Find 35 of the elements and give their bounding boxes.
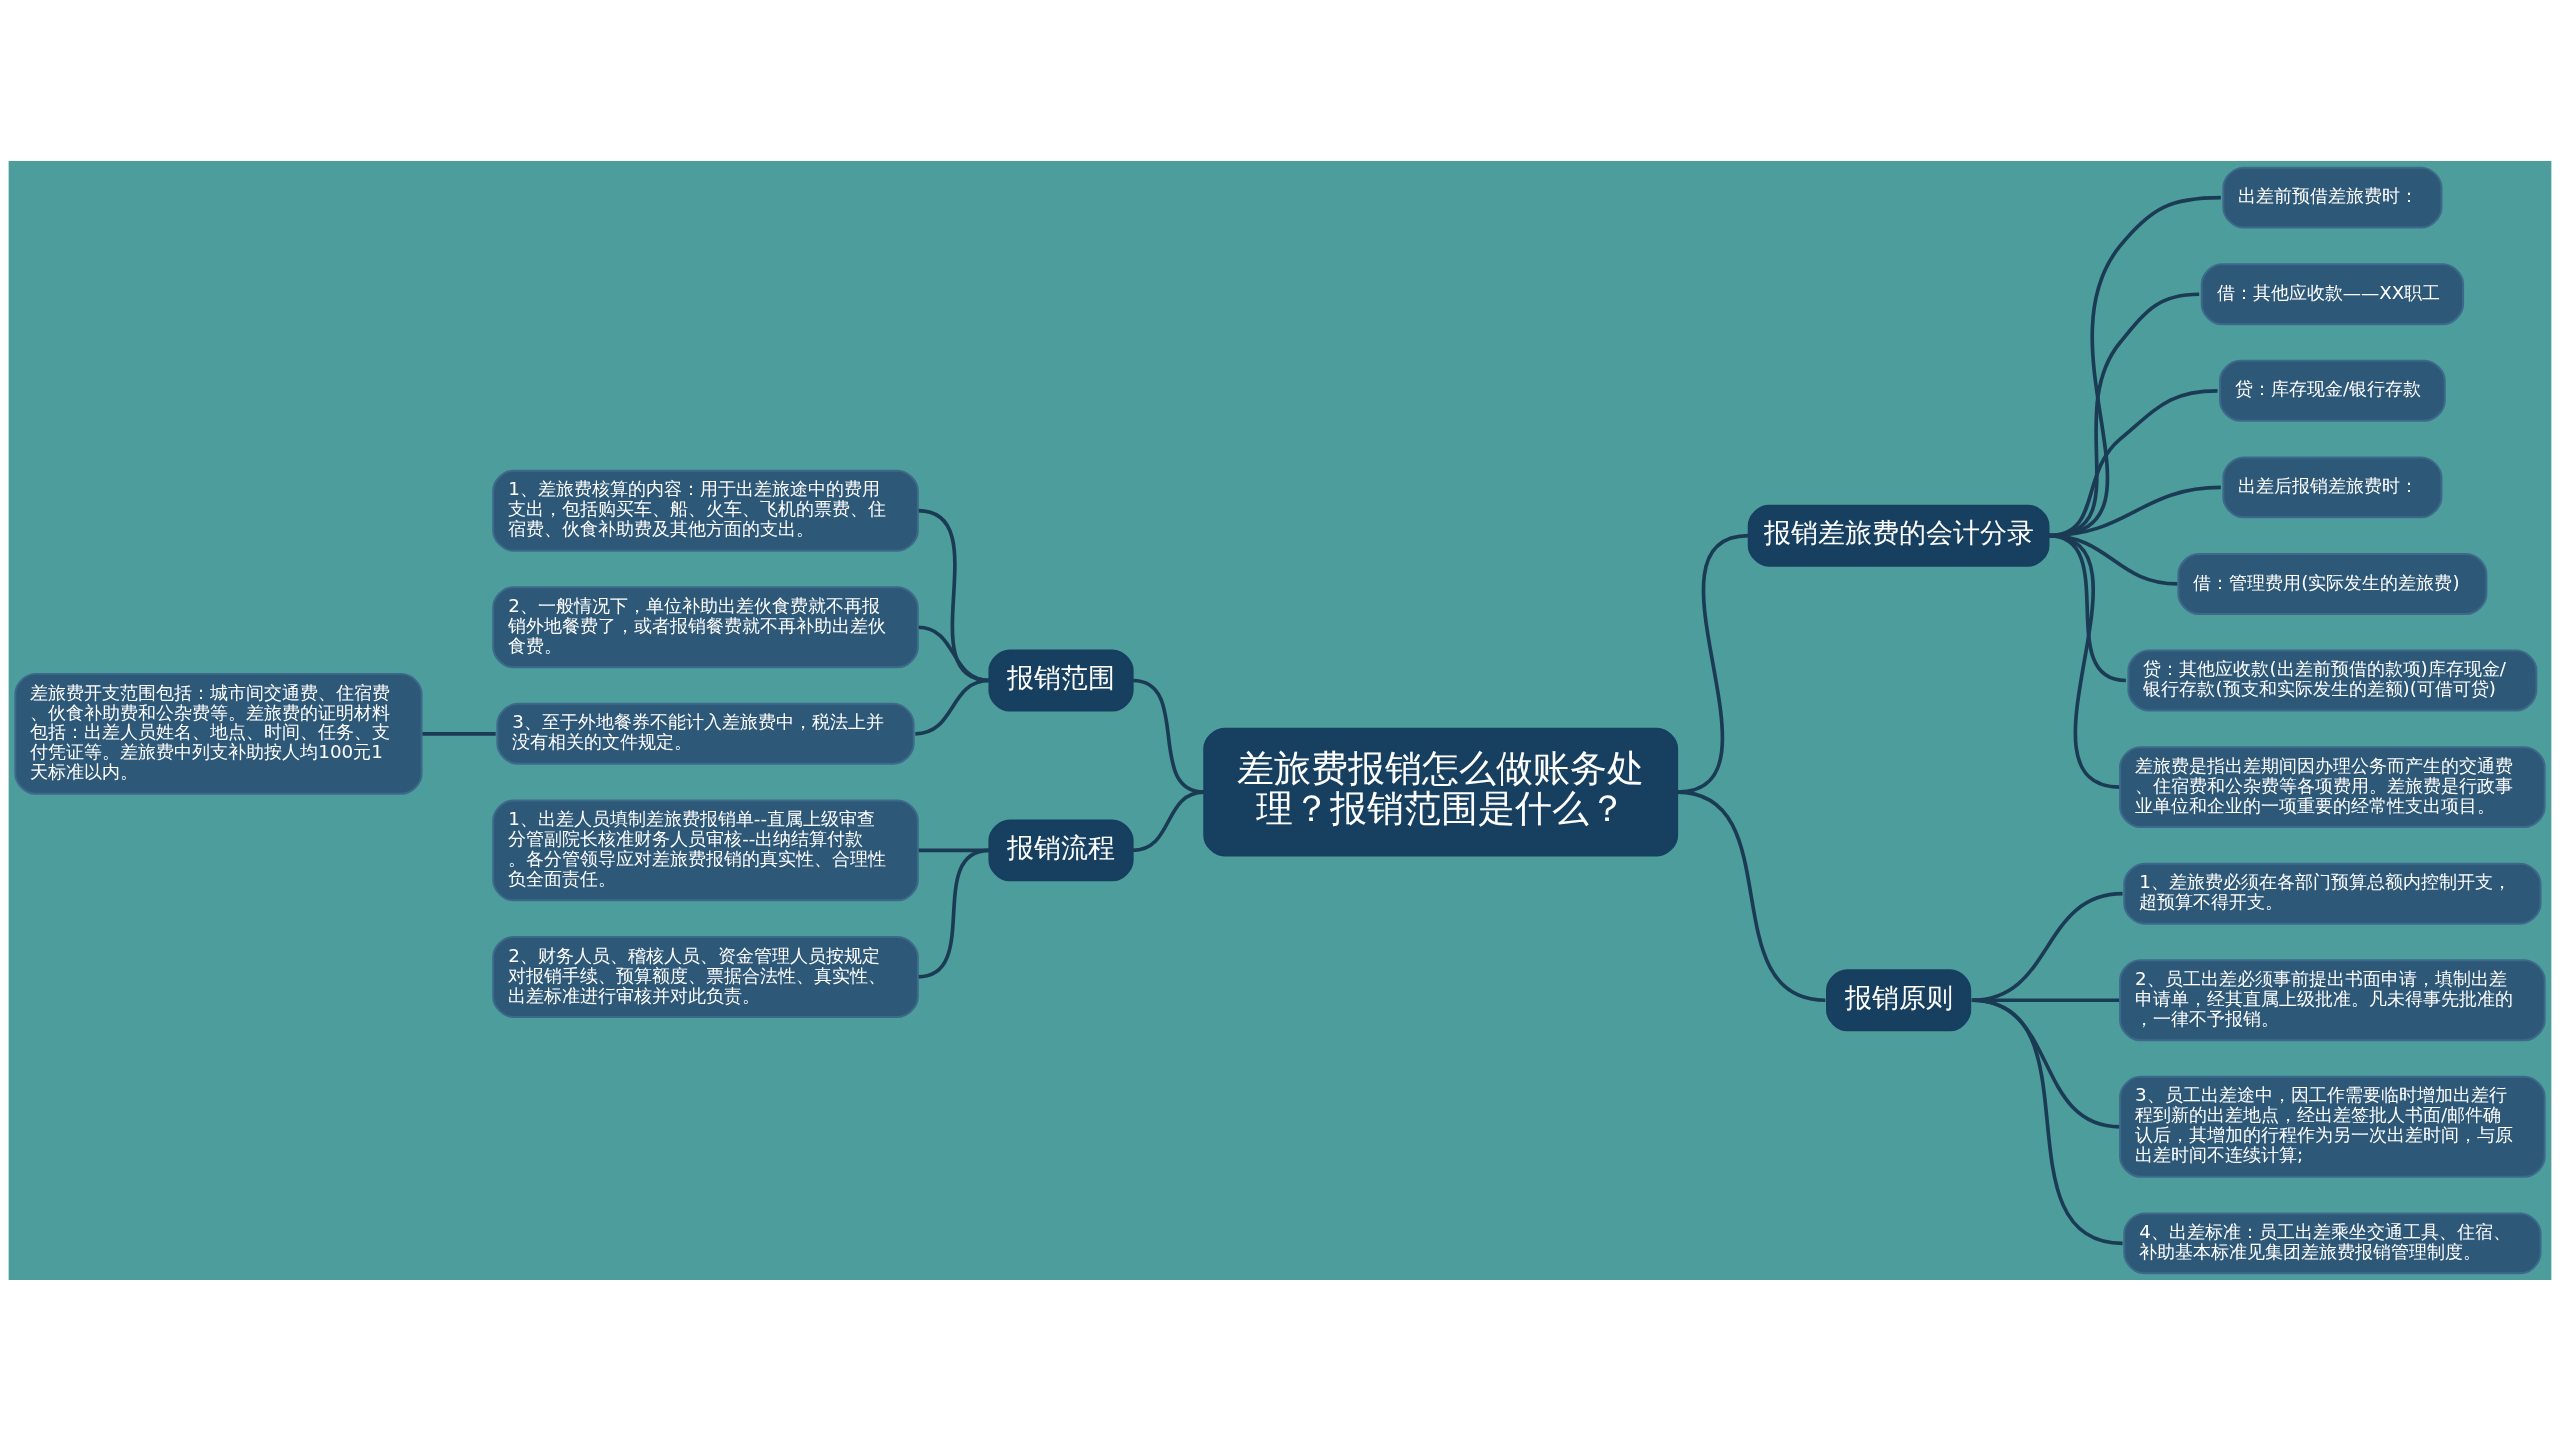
node-box: 2、一般情况下，单位补助出差伙食费就不再报销外地餐费了，或者报销餐费就不再补助出差伙食费。 [492, 586, 919, 669]
connector [1971, 891, 2123, 1003]
connector [917, 508, 990, 683]
node-box: 2、员工出差必须事前提出书面申请，填制出差申请单，经其直属上级批准。凡未得事先批准的，一律不予报销。 [2119, 959, 2546, 1042]
node-box: 借：其他应收款——XX职工 [2200, 263, 2465, 326]
connector [1971, 998, 2121, 1003]
node-box: 借：管理费用(实际发生的差旅费) [2177, 553, 2488, 615]
node-box: 2、财务人员、稽核人员、资金管理人员按规定对报销手续、预算额度、票据合法性、真实性、出差标准进行审核并对此负责。 [492, 935, 919, 1018]
node-box: 出差前预借差旅费时： [2222, 166, 2443, 229]
connector [1676, 790, 1826, 1003]
node-box: 差旅费是指出差期间因办理公务而产生的交通费、住宿费和公杂费等各项费用。差旅费是行政事业单位和企业的一项重要的经常性支出项目。 [2119, 746, 2546, 829]
connector [1132, 790, 1205, 853]
connector [917, 848, 990, 979]
connector [1971, 998, 2123, 1246]
node-box: 3、员工出差途中，因工作需要临时增加出差行程到新的出差地点，经出差签批人书面/邮件确认后，其增加的行程作为另一次出差时间，与原出差时间不连续计算; [2119, 1075, 2546, 1178]
node-box: 贷：库存现金/银行存款 [2219, 359, 2446, 422]
node-box: 报销范围 [988, 649, 1134, 712]
node-box: 3、至于外地餐券不能计入差旅费中，税法上并没有相关的文件规定。 [496, 702, 915, 765]
node-box: 报销差旅费的会计分录 [1747, 504, 2050, 567]
node-box: 贷：其他应收款(出差前预借的款项)库存现金/银行存款(预支和实际发生的差额)(可借可贷) [2127, 649, 2538, 712]
connector [2048, 533, 2121, 789]
connector [1132, 678, 1205, 794]
connector [1971, 998, 2121, 1129]
connector [917, 625, 990, 683]
node-box: 1、差旅费必须在各部门预算总额内控制开支，超预算不得开支。 [2123, 862, 2542, 925]
node-box: 1、差旅费核算的内容：用于出差旅途中的费用支出，包括购买车、船、火车、飞机的票费、住宿费、伙食补助费及其他方面的支出。 [492, 469, 919, 552]
node-box: 1、出差人员填制差旅费报销单--直属上级审查分管副院长核准财务人员审核--出纳结算付款。各分管领导应对差旅费报销的真实性、合理性负全面责任。 [492, 799, 919, 902]
node-box: 差旅费开支范围包括：城市间交通费、住宿费、伙食补助费和公杂费等。差旅费的证明材料包括：出差人员姓名、地点、时间、任务、支付凭证等。差旅费中列支补助按人均100元1天标准以内。 [14, 672, 423, 795]
node-box: 出差后报销差旅费时： [2222, 456, 2443, 519]
node-box: 差旅费报销怎么做账务处理？报销范围是什么？ [1203, 727, 1679, 857]
connector [915, 678, 990, 736]
node-box: 4、出差标准：员工出差乘坐交通工具、住宿、补助基本标准见集团差旅费报销管理制度。 [2123, 1212, 2542, 1275]
connector [421, 732, 496, 736]
node-box: 报销流程 [988, 819, 1134, 882]
node-box: 报销原则 [1826, 969, 1972, 1032]
